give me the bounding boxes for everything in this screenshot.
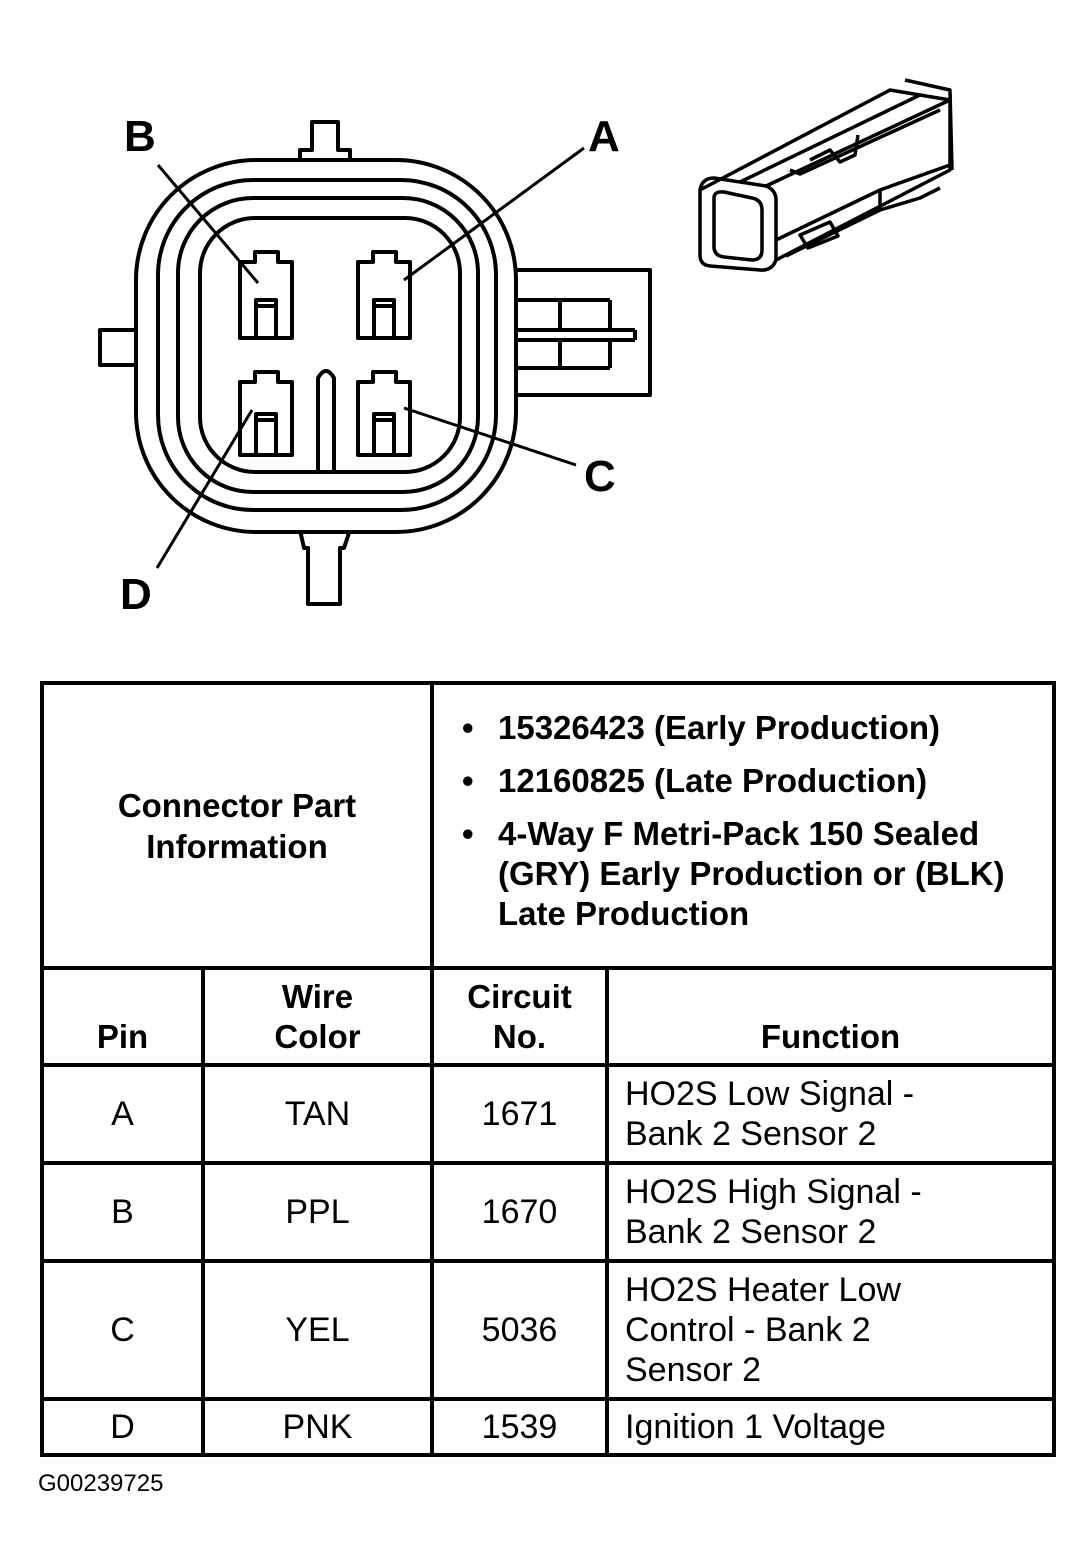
connector-info-table: Connector Part Information 15326423 (Ear… xyxy=(40,681,1057,1457)
table-row: B PPL 1670 HO2S High Signal - Bank 2 Sen… xyxy=(40,1161,1057,1263)
pin-label-c: C xyxy=(584,452,616,501)
part-info-item: 12160825 (Late Production) xyxy=(462,761,1034,801)
wire-color-cell: YEL xyxy=(201,1259,434,1401)
pin-label-a: A xyxy=(588,112,620,161)
connector-face-drawing xyxy=(98,120,652,606)
pin-cell: D xyxy=(40,1397,205,1457)
part-info-list: 15326423 (Early Production) 12160825 (La… xyxy=(434,708,1052,934)
header-wire-color: Wire Color xyxy=(201,966,434,1067)
figure-id: G00239725 xyxy=(38,1470,164,1497)
function-cell: HO2S High Signal - Bank 2 Sensor 2 xyxy=(604,1161,1057,1263)
circuit-cell: 1670 xyxy=(430,1161,609,1263)
part-info-item: 4-Way F Metri-Pack 150 Sealed (GRY) Earl… xyxy=(462,814,1034,934)
part-info-row: Connector Part Information 15326423 (Ear… xyxy=(40,681,1057,970)
header-circuit: Circuit No. xyxy=(430,966,609,1067)
table-row: A TAN 1671 HO2S Low Signal - Bank 2 Sens… xyxy=(40,1063,1057,1165)
pin-cell: C xyxy=(40,1259,205,1401)
header-function: Function xyxy=(604,966,1057,1067)
header-pin: Pin xyxy=(40,966,205,1067)
table-row: D PNK 1539 Ignition 1 Voltage xyxy=(40,1397,1057,1457)
wire-color-cell: PPL xyxy=(201,1161,434,1263)
circuit-cell: 1671 xyxy=(430,1063,609,1165)
part-info-list-cell: 15326423 (Early Production) 12160825 (La… xyxy=(429,681,1057,970)
circuit-cell: 1539 xyxy=(430,1397,609,1457)
part-info-item: 15326423 (Early Production) xyxy=(462,708,1034,748)
function-text: HO2S Heater Low Control - Bank 2 Sensor … xyxy=(625,1271,901,1389)
function-cell: HO2S Low Signal - Bank 2 Sensor 2 xyxy=(604,1063,1057,1165)
function-cell: HO2S Heater Low Control - Bank 2 Sensor … xyxy=(604,1259,1057,1401)
circuit-cell: 5036 xyxy=(430,1259,609,1401)
pin-label-d: D xyxy=(120,570,152,619)
header-wire-color-text: Wire Color xyxy=(274,978,361,1055)
pin-cell: B xyxy=(40,1161,205,1263)
pin-cell: A xyxy=(40,1063,205,1165)
connector-diagram: B A C D xyxy=(0,0,1091,660)
pin-label-b: B xyxy=(124,112,156,161)
wire-color-cell: TAN xyxy=(201,1063,434,1165)
connector-side-view xyxy=(698,78,954,272)
wire-color-cell: PNK xyxy=(201,1397,434,1457)
function-cell: Ignition 1 Voltage xyxy=(604,1397,1057,1457)
part-info-label: Connector Part Information xyxy=(40,681,434,970)
function-text: HO2S High Signal - Bank 2 Sensor 2 xyxy=(625,1173,922,1251)
header-circuit-text: Circuit No. xyxy=(467,978,572,1055)
table-row: C YEL 5036 HO2S Heater Low Control - Ban… xyxy=(40,1259,1057,1401)
header-row: Pin Wire Color Circuit No. Function xyxy=(40,966,1057,1067)
function-text: HO2S Low Signal - Bank 2 Sensor 2 xyxy=(625,1075,915,1153)
